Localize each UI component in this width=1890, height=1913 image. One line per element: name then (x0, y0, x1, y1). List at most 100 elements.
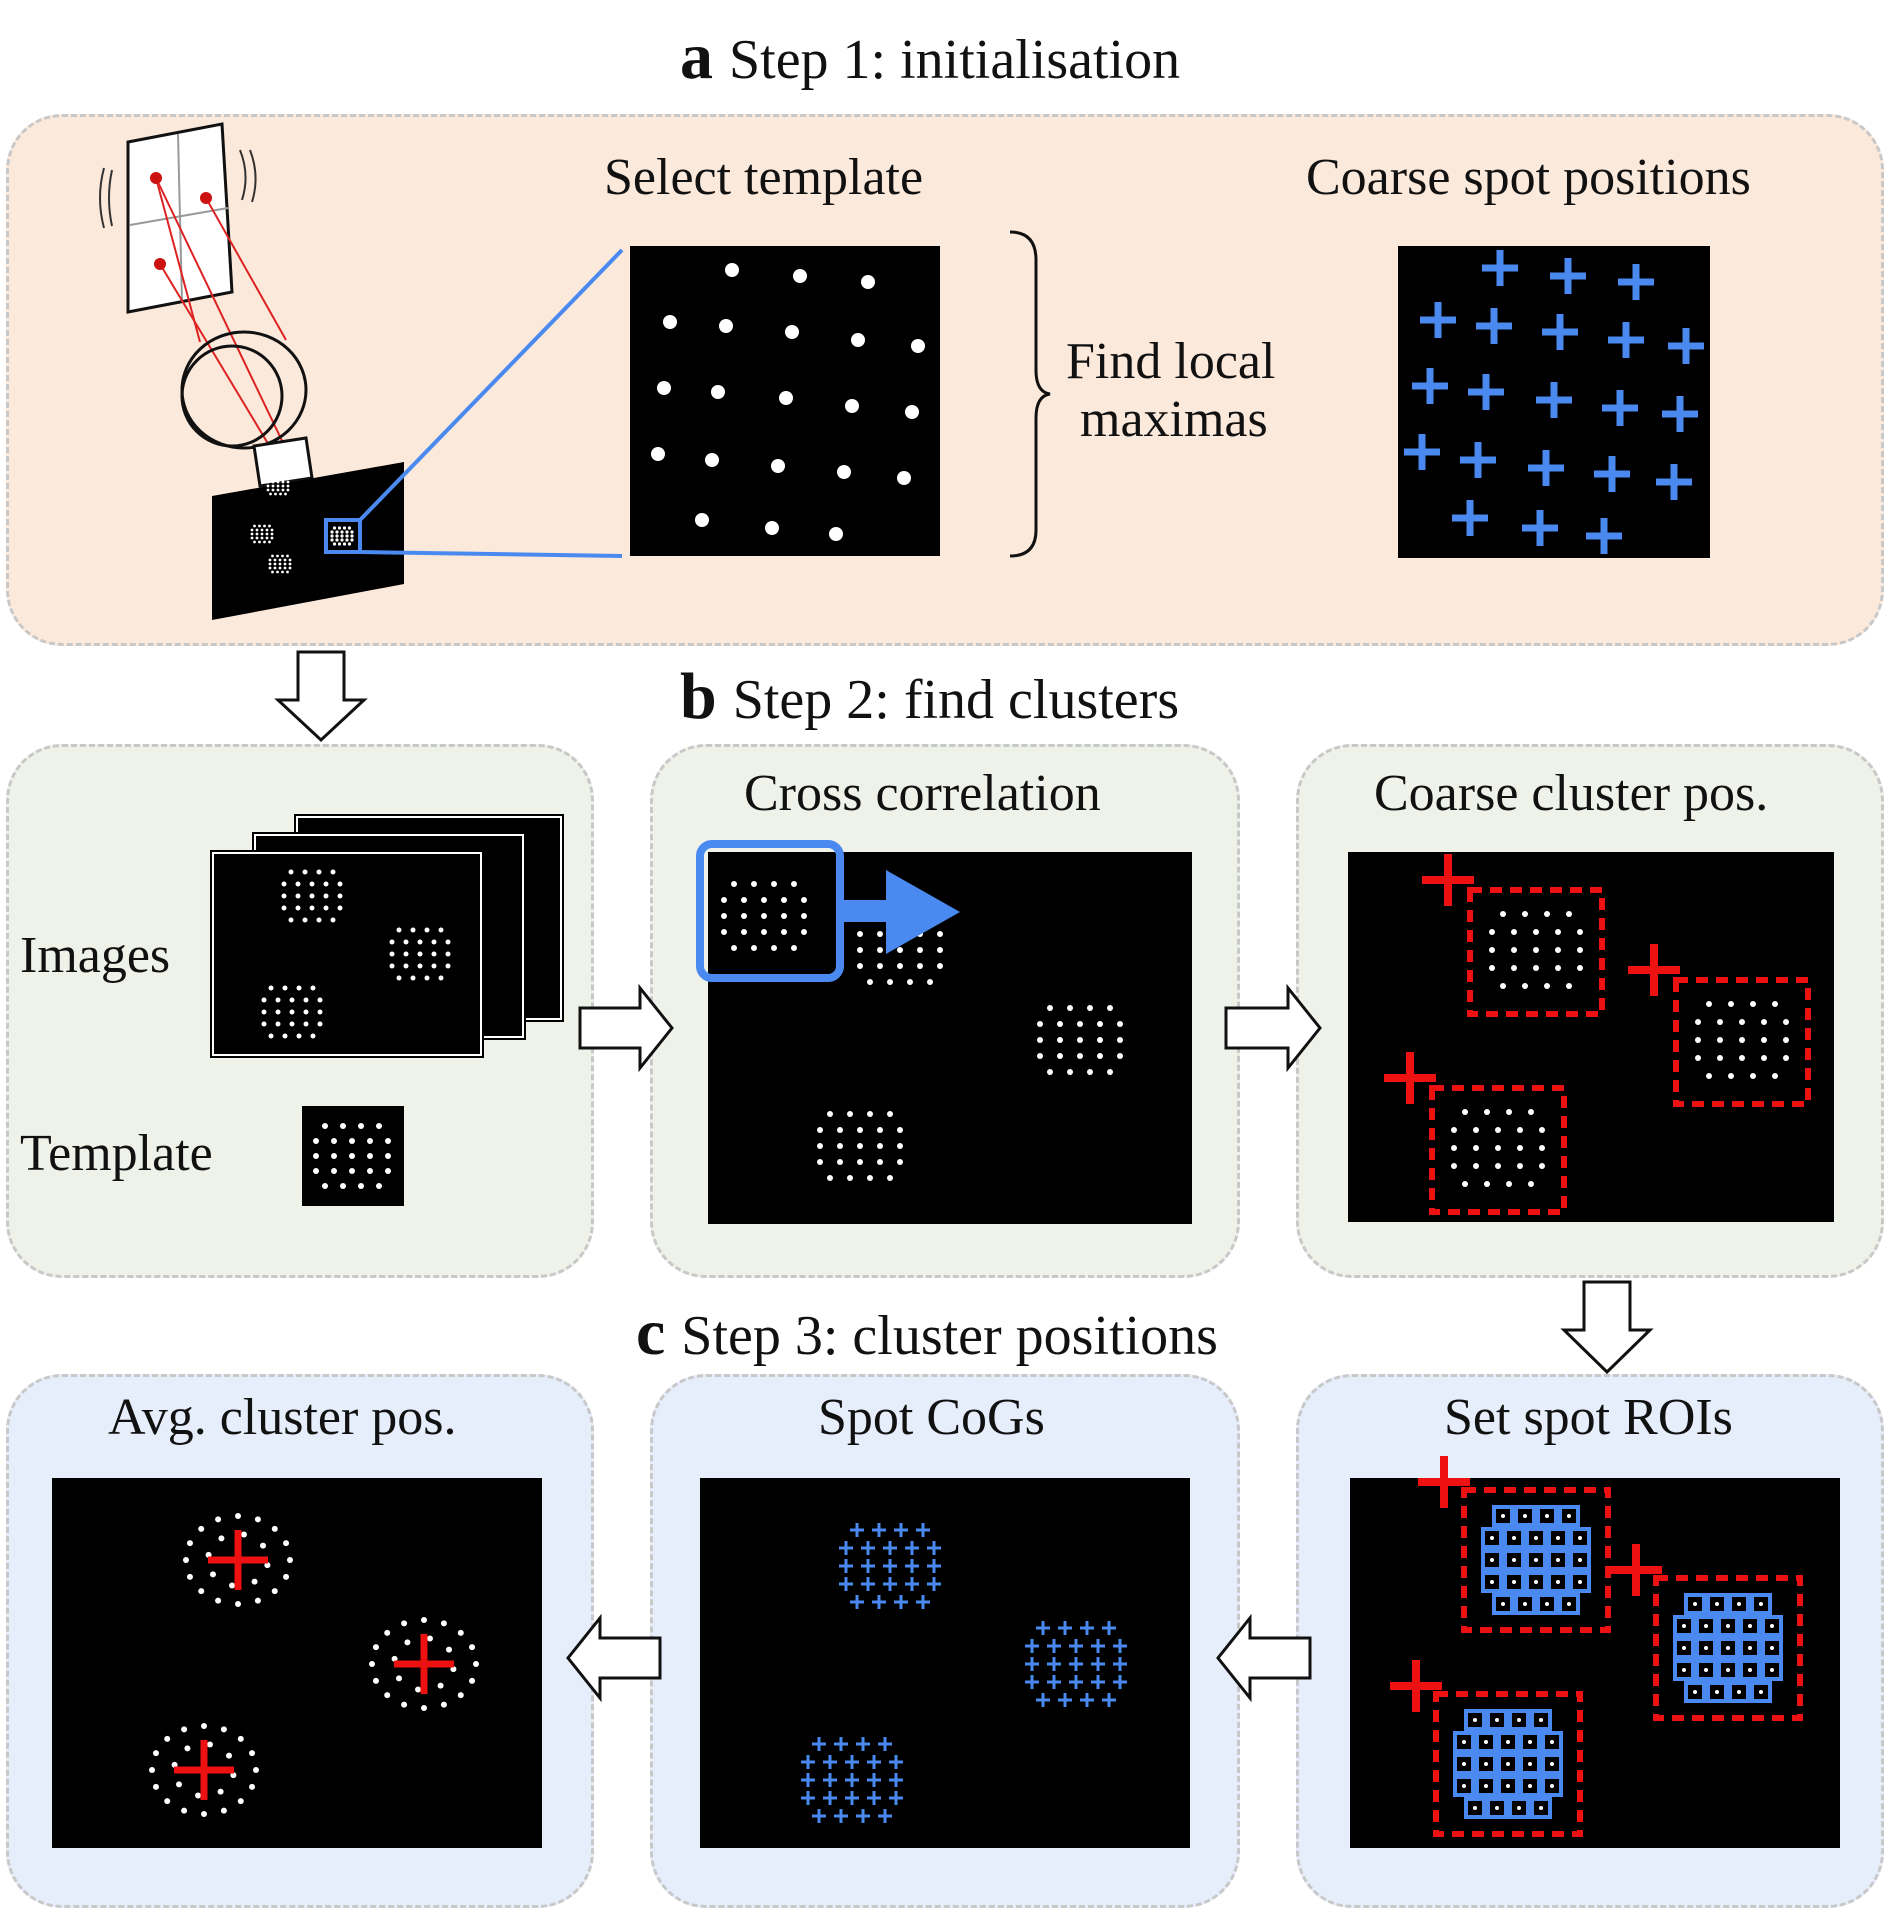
image-spot (296, 985, 302, 991)
roi-spot (1523, 1514, 1527, 1518)
spot-cog-cross (927, 1559, 941, 1573)
spot-cog-cross (861, 1541, 875, 1555)
cluster-cross (1628, 944, 1680, 996)
spot-cog-cross (1058, 1693, 1072, 1707)
template-thumb-spot (367, 1138, 373, 1144)
template-thumb-spot (358, 1183, 364, 1189)
roi-spot (1534, 1580, 1538, 1584)
cluster-spot (1695, 1037, 1701, 1043)
cc-spot (801, 897, 807, 903)
sensor-spot (276, 488, 280, 492)
cc-spot (731, 945, 737, 951)
roi-spot (1748, 1624, 1752, 1628)
avg-spot (473, 1661, 479, 1667)
avg-spot (369, 1661, 375, 1667)
cc-spot (1077, 1021, 1083, 1027)
coarse-spot-cross (1404, 434, 1440, 470)
sensor-spot (271, 480, 275, 484)
roi-spot (1715, 1690, 1719, 1694)
roi-spot (1770, 1668, 1774, 1672)
roi-spot (1545, 1602, 1549, 1606)
cluster-spot (1473, 1145, 1479, 1151)
avg-spot (209, 1571, 216, 1578)
sensor-spot (286, 554, 289, 558)
cluster-spot (1495, 1145, 1501, 1151)
template-thumb-spot (349, 1168, 355, 1174)
avg-spot (271, 1525, 278, 1532)
spot-cog-cross (1058, 1621, 1072, 1635)
spot-cog-cross (894, 1523, 908, 1537)
roi-spot (1512, 1580, 1516, 1584)
image-spot (302, 869, 308, 875)
sensor-roi-spot (337, 526, 342, 530)
sensor-roi-spot (350, 530, 354, 534)
images-label: Images (20, 927, 171, 984)
cluster-spot (1511, 965, 1517, 971)
spot-cog-cross (889, 1791, 903, 1805)
avg-spot (218, 1535, 225, 1542)
avg-spot (440, 1701, 447, 1708)
spot-roi (1547, 1549, 1569, 1571)
spot-cog-cross (845, 1791, 859, 1805)
image-spot (317, 1009, 323, 1015)
template-spot (861, 275, 875, 289)
avg-spot (251, 1578, 258, 1585)
roi-cluster-box (1653, 1575, 1803, 1721)
cluster-spot (1484, 1109, 1490, 1115)
roi-spot (1550, 1762, 1554, 1766)
spot-roi (1481, 1527, 1503, 1549)
template-thumb-spot (340, 1183, 346, 1189)
sensor-roi-spot (350, 534, 354, 538)
spot-roi (1536, 1505, 1558, 1527)
template-spot (793, 269, 807, 283)
cc-spot (1037, 1053, 1043, 1059)
image-spot (317, 997, 323, 1003)
spot-roi (1514, 1593, 1536, 1615)
sensor-spot (265, 532, 269, 536)
spot-roi (1717, 1659, 1739, 1681)
cluster-spot (1761, 1019, 1767, 1025)
spot-roi (1503, 1527, 1525, 1549)
sensor-spot (253, 540, 256, 544)
cluster-spot (1539, 1127, 1545, 1133)
spot-cog-cross (850, 1523, 864, 1537)
image-spot (317, 1021, 323, 1027)
spot-cogs-label: Spot CoGs (818, 1389, 1045, 1446)
cc-spot (1067, 1069, 1073, 1075)
cross-correlation-label: Cross correlation (744, 765, 1101, 822)
spot-cog-cross (894, 1595, 908, 1609)
image-spot (424, 927, 430, 933)
coarse-spot-cross (1608, 322, 1644, 358)
sensor-roi-spot (340, 534, 344, 538)
sensor-spot (273, 558, 277, 562)
avg-spot (186, 1540, 193, 1547)
roi-spot (1501, 1514, 1505, 1518)
roi-spot (1759, 1690, 1763, 1694)
spot-roi (1684, 1593, 1706, 1615)
spot-roi (1519, 1753, 1541, 1775)
set-spot-rois-label: Set spot ROIs (1444, 1389, 1733, 1446)
template-spot (657, 381, 671, 395)
cluster-spot (1566, 911, 1572, 917)
cluster-spot (1495, 1163, 1501, 1169)
spot-cog-cross (1036, 1621, 1050, 1635)
sensor-roi-spot (347, 542, 352, 546)
sensor-spot (286, 488, 290, 492)
find-local-text-1: Find local (1066, 333, 1276, 390)
template-thumb-spot (376, 1183, 382, 1189)
coarse-spot-cross (1468, 374, 1504, 410)
cc-spot (771, 945, 777, 951)
template-spot (851, 333, 865, 347)
roi-spot (1704, 1646, 1708, 1650)
spot-cog-cross (856, 1737, 870, 1751)
slide-arrow-shaft (840, 900, 892, 922)
image-spot (396, 927, 402, 933)
cc-spot (847, 1111, 853, 1117)
cc-spot (857, 1143, 863, 1149)
sensor-spot (286, 484, 290, 488)
cluster-spot (1500, 983, 1506, 989)
spot-cog-cross (801, 1791, 815, 1805)
cc-spot (897, 947, 903, 953)
